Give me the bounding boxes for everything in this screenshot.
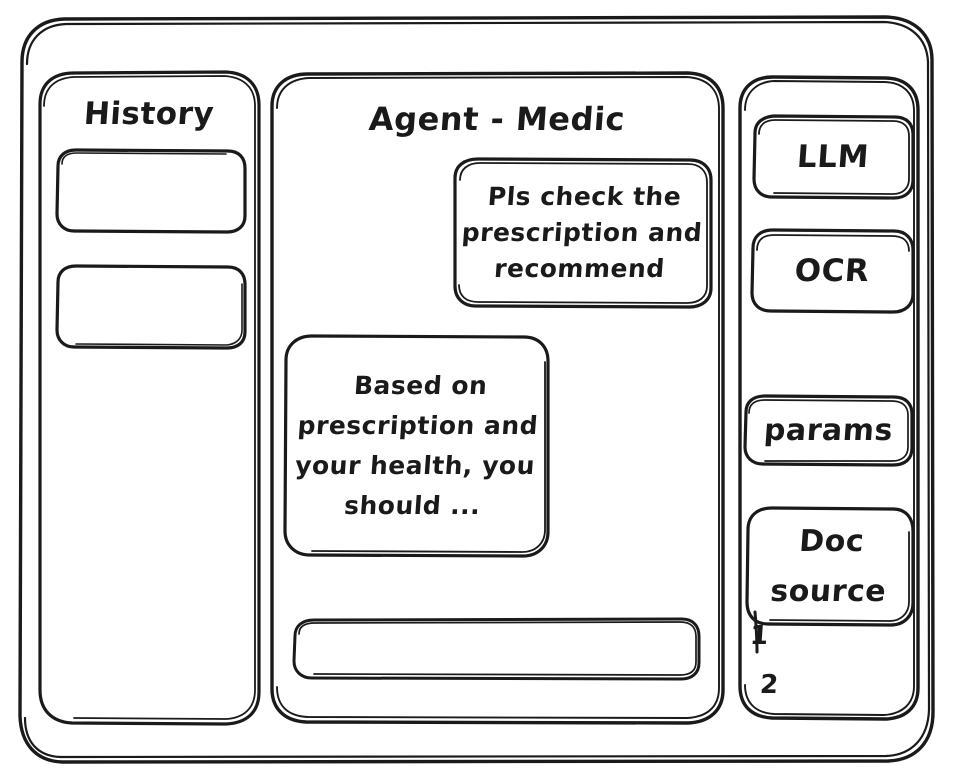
message-input[interactable] bbox=[292, 618, 700, 680]
user-message-text: Pls check the prescription and recommend bbox=[460, 182, 704, 283]
history-item[interactable] bbox=[53, 150, 249, 232]
agent-title: Agent - Medic bbox=[367, 100, 627, 138]
history-panel-title: History bbox=[82, 96, 216, 132]
tool-button-params[interactable]: params bbox=[762, 412, 895, 448]
doc-source-ref-1[interactable]: 1 bbox=[748, 621, 770, 651]
tool-button-doc-source[interactable]: Doc source bbox=[769, 523, 888, 609]
agent-message-text: Based on prescription and your health, y… bbox=[294, 371, 540, 520]
history-item[interactable] bbox=[53, 266, 249, 348]
tool-button-ocr[interactable]: OCR bbox=[793, 252, 871, 289]
tool-button-llm[interactable]: LLM bbox=[795, 139, 871, 175]
doc-source-ref-2[interactable]: 2 bbox=[758, 670, 780, 700]
